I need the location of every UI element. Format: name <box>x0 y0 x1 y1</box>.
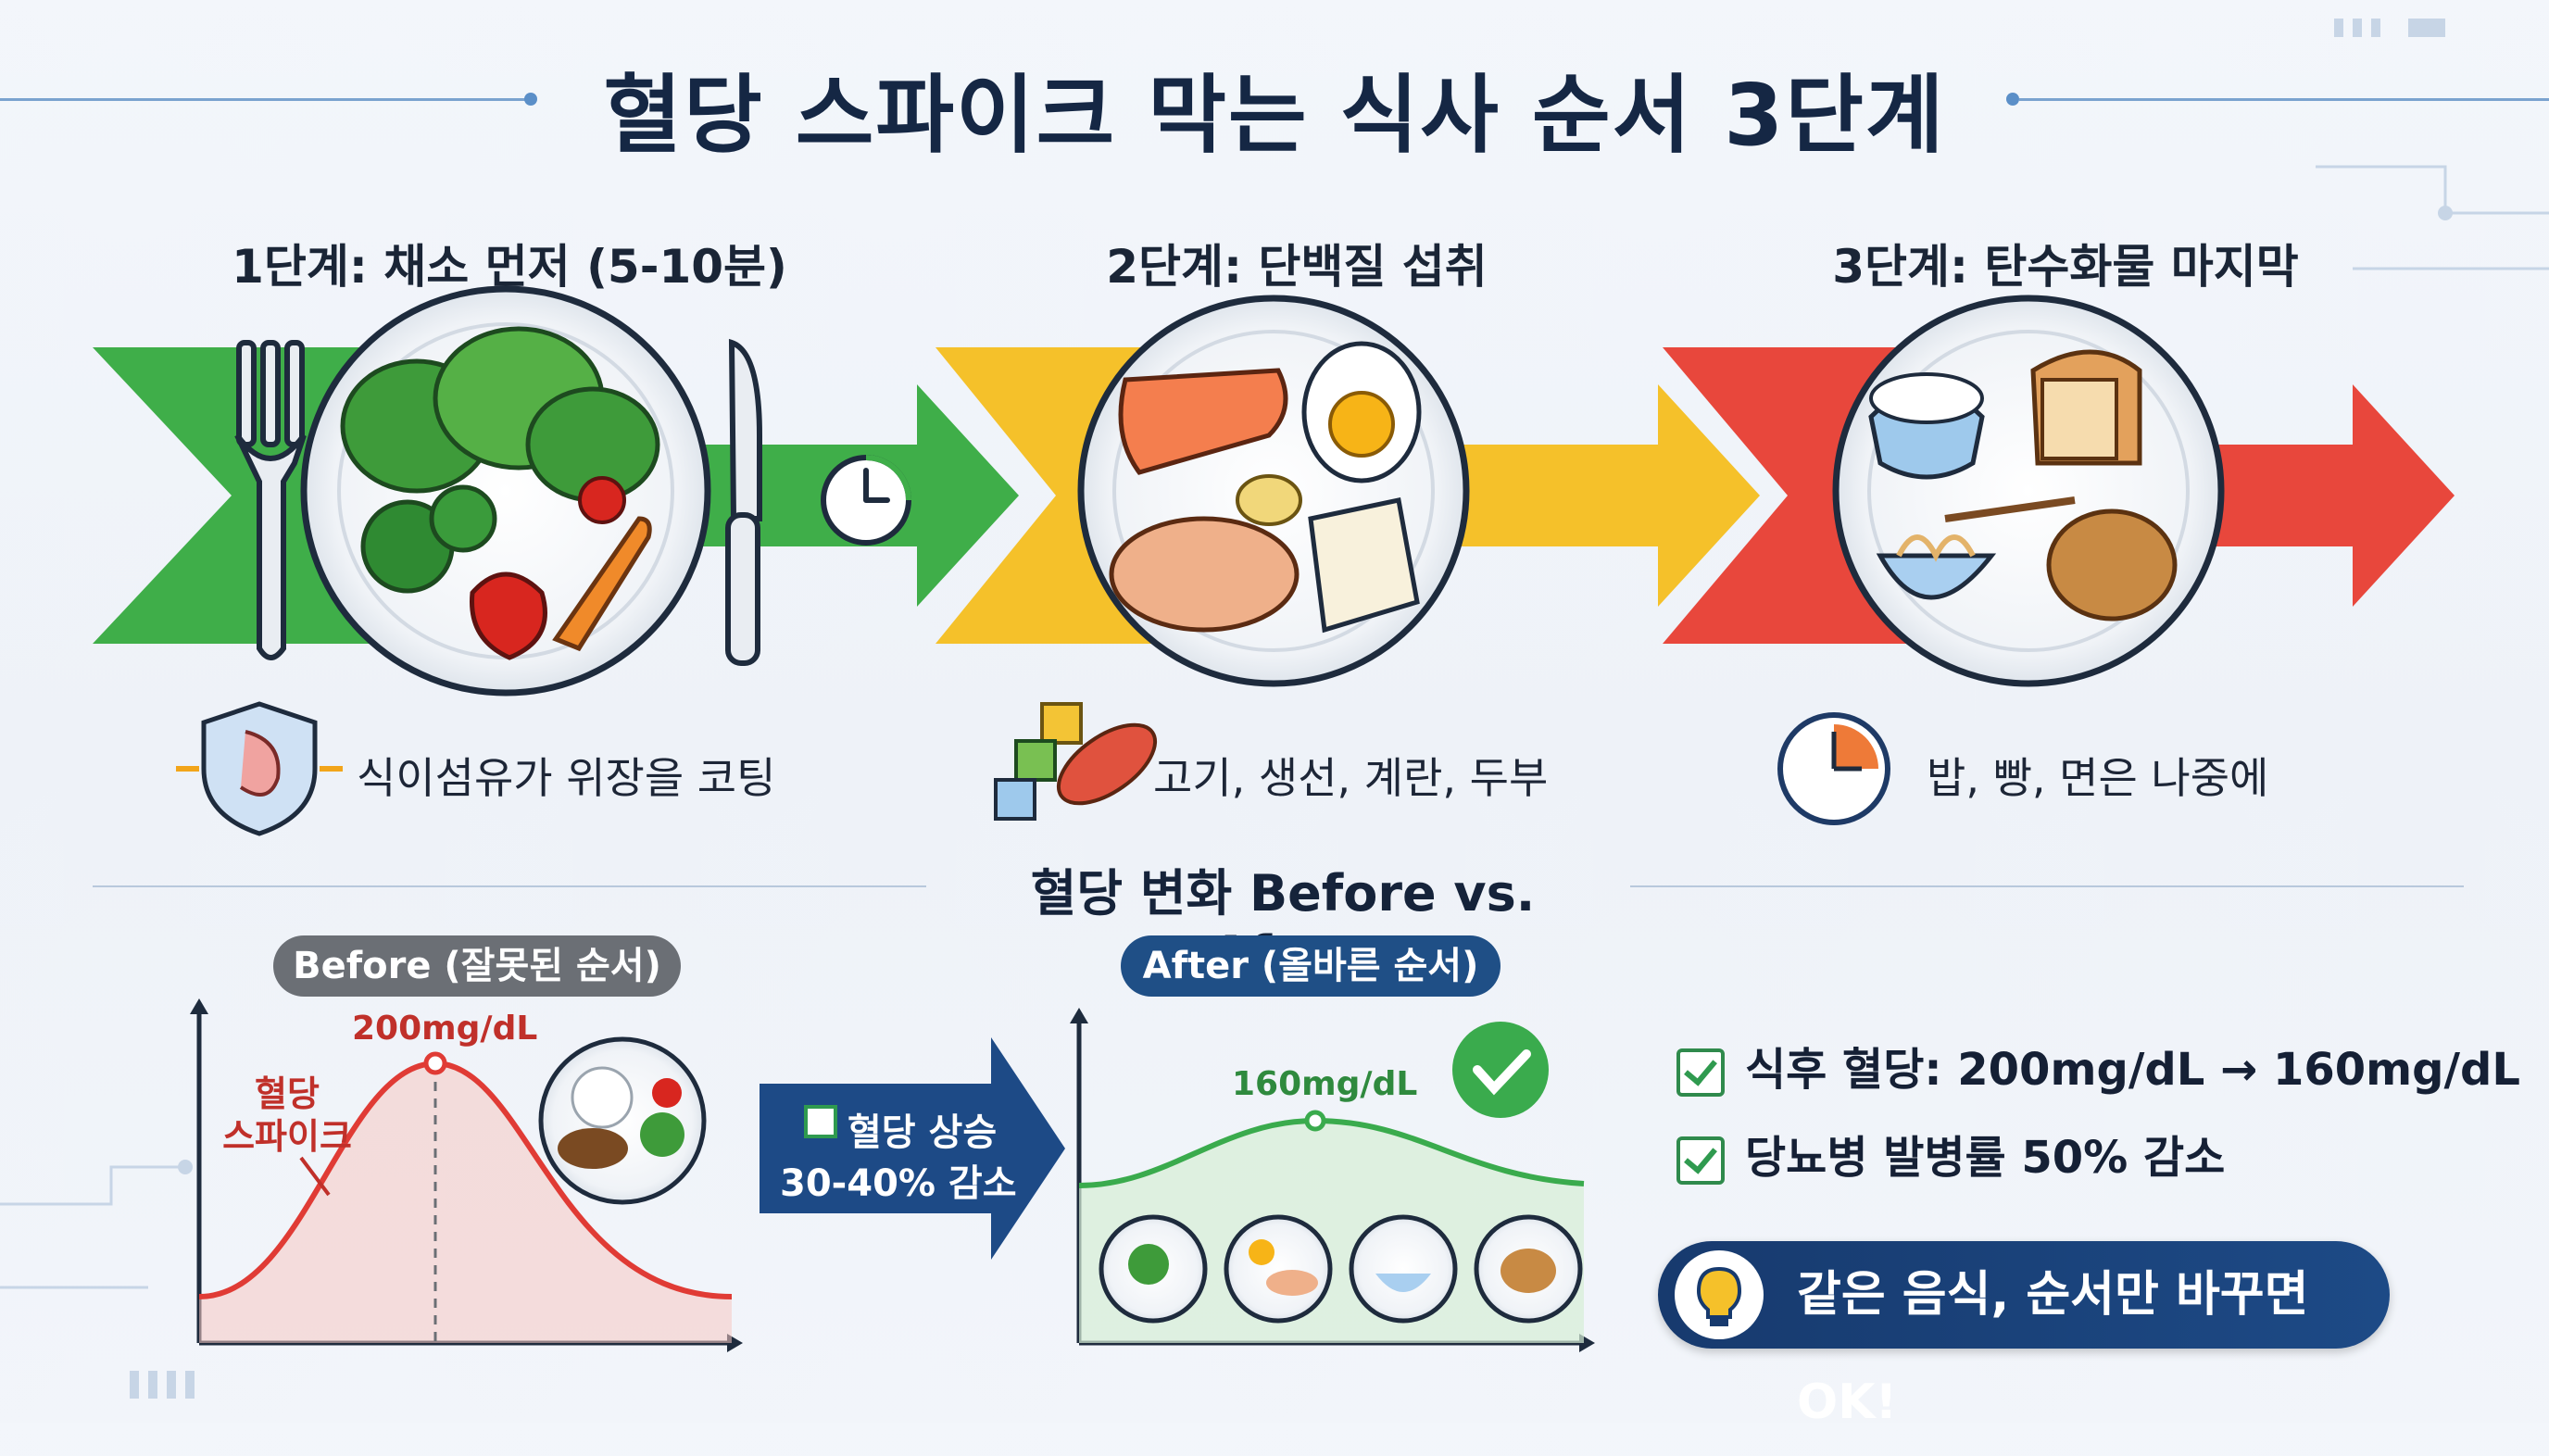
spike-label-line1: 혈당 <box>255 1073 320 1114</box>
fork-icon <box>234 340 307 660</box>
reduction-arrow <box>760 1037 1065 1260</box>
timer-clock-icon <box>821 455 911 546</box>
title-dot-left <box>524 93 537 106</box>
title-dot-right <box>2006 93 2019 106</box>
spike-label-line2: 스파이크 <box>222 1116 352 1157</box>
reduction-text-line1: 혈당 상승 <box>848 1111 998 1154</box>
vegetable-plate <box>300 285 711 697</box>
stage-3-heading: 3단계: 탄수화물 마지막 <box>1832 240 2299 294</box>
protein-cubes-muscle-icon <box>994 702 1158 821</box>
benefit-text-2: 당뇨병 발병률 50% 감소 <box>1745 1132 2226 1184</box>
section-divider-left <box>93 885 926 887</box>
section-divider-right <box>1630 885 2464 887</box>
stage-1-note: 식이섬유가 위장을 코팅 <box>357 753 776 803</box>
before-chart <box>190 998 743 1352</box>
benefit-item-2: 당뇨병 발병률 50% 감소 <box>1676 1121 2225 1186</box>
steps-illustration <box>93 285 2455 1352</box>
checkbox-icon <box>1676 1048 1725 1097</box>
title-line-right <box>2019 98 2549 101</box>
stopwatch-icon <box>1777 712 1890 825</box>
carbohydrate-plate <box>1832 295 2225 687</box>
after-label-pill: After (올바른 순서) <box>1121 935 1501 997</box>
stage-1-heading: 1단계: 채소 먼저 (5-10분) <box>232 240 787 294</box>
benefit-text-1: 식후 혈당: 200mg/dL → 160mg/dL <box>1745 1044 2520 1096</box>
benefit-item-1: 식후 혈당: 200mg/dL → 160mg/dL <box>1676 1033 2520 1098</box>
summary-banner: 같은 음식, 순서만 바꾸면 OK! <box>1658 1241 2390 1430</box>
before-label-pill: Before (잘못된 순서) <box>273 935 681 997</box>
stage-2-note: 고기, 생선, 계란, 두부 <box>1153 753 1549 803</box>
shield-stomach-icon <box>176 701 343 836</box>
protein-plate <box>1077 295 1470 687</box>
after-chart <box>1070 1008 1595 1352</box>
reduction-check-icon <box>804 1105 837 1138</box>
knife-icon <box>725 338 762 666</box>
reduction-text-line2: 30-40% 감소 <box>780 1162 1017 1205</box>
before-peak-label: 200mg/dL <box>352 1010 538 1048</box>
lightbulb-icon <box>1675 1250 1764 1339</box>
after-peak-label: 160mg/dL <box>1232 1065 1418 1103</box>
summary-banner-text: 같은 음식, 순서만 바꾸면 OK! <box>1797 1267 2309 1430</box>
stage-2-heading: 2단계: 단백질 섭취 <box>1106 240 1488 294</box>
title-line-left <box>0 98 528 101</box>
checkbox-icon <box>1676 1136 1725 1185</box>
circuit-decoration <box>0 19 2549 1399</box>
page-title: 혈당 스파이크 막는 식사 순서 3단계 <box>603 66 1946 165</box>
stage-3-note: 밥, 빵, 면은 나중에 <box>1927 753 2269 803</box>
success-check-icon <box>1452 1022 1549 1118</box>
